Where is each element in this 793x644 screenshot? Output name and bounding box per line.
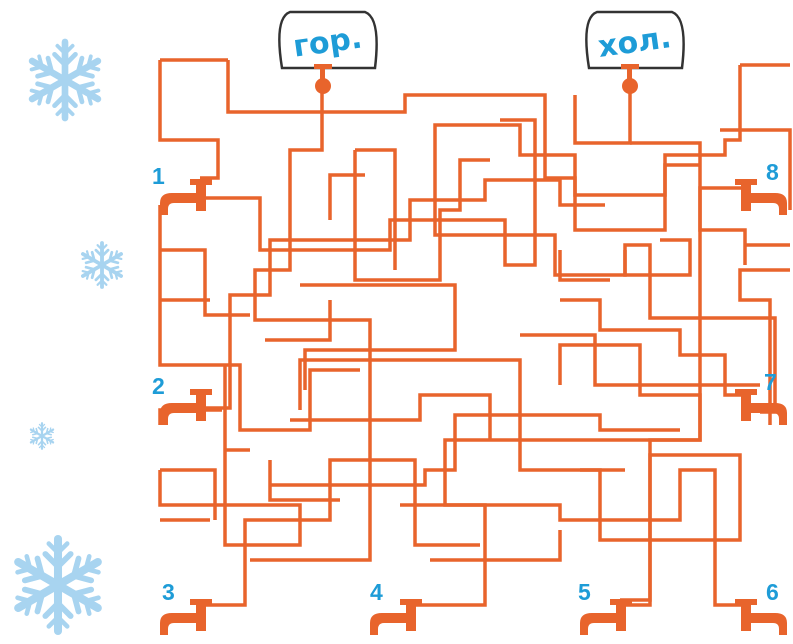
hot-water-tank: гор. <box>279 12 376 94</box>
pipe <box>250 90 370 560</box>
snowflake-icon <box>27 42 103 118</box>
pipe <box>160 250 250 315</box>
faucet-icon <box>735 389 787 425</box>
faucet-icon <box>735 599 787 635</box>
pipe <box>575 90 630 143</box>
tap-number-8: 8 <box>766 159 779 185</box>
cold-water-tank: хол. <box>586 12 683 94</box>
pipe <box>560 300 745 395</box>
faucet-icon <box>735 179 787 215</box>
valve-icon <box>315 78 331 94</box>
pipe <box>160 60 218 178</box>
pipe <box>620 143 700 600</box>
faucet-icon <box>160 389 212 425</box>
snowflake-icon <box>29 423 55 449</box>
tap-number-1: 1 <box>152 163 165 189</box>
valve-icon <box>622 78 638 94</box>
pipe <box>355 150 395 270</box>
pipe <box>400 470 745 605</box>
snowflake-icon <box>12 539 104 631</box>
pipe-network <box>160 60 790 605</box>
pipe <box>205 180 605 408</box>
pipe <box>205 460 480 605</box>
pipe <box>290 395 490 440</box>
pipe <box>160 470 215 520</box>
tap-number-3: 3 <box>162 579 175 605</box>
snowflake-icon <box>80 243 124 287</box>
tap-number-4: 4 <box>370 579 383 605</box>
tap-number-6: 6 <box>766 579 779 605</box>
pipe <box>355 150 490 280</box>
tap-number-7: 7 <box>764 369 777 395</box>
pipe <box>330 175 365 220</box>
tap-number-2: 2 <box>152 373 165 399</box>
tap-number-5: 5 <box>578 579 591 605</box>
faucet-icon <box>160 179 212 215</box>
pipe <box>300 285 455 390</box>
pipe <box>700 188 745 265</box>
